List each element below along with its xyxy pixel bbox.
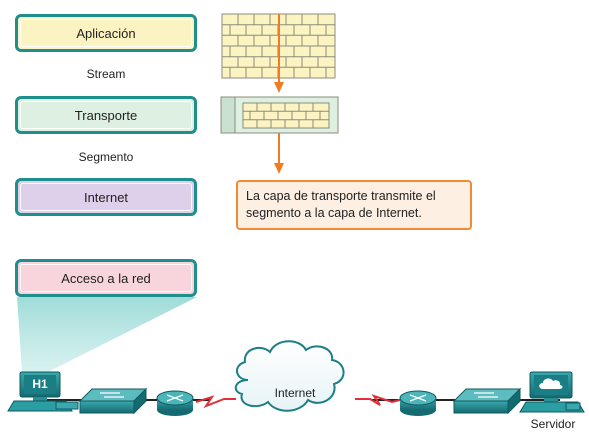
- layer-application: Aplicación: [15, 14, 197, 52]
- router-icon: [156, 390, 194, 416]
- internet-cloud-icon: [234, 340, 345, 412]
- explanation-callout: La capa de transporte transmite el segme…: [236, 180, 472, 230]
- server-label: Servidor: [530, 417, 576, 431]
- layer-transport-label: Transporte: [74, 107, 138, 123]
- flow-arrow-down: [274, 133, 284, 174]
- layer-projection-beam: [17, 297, 197, 372]
- host-label: H1: [32, 377, 48, 391]
- switch-icon: [452, 387, 522, 415]
- layer-network-access: Acceso a la red: [15, 259, 197, 297]
- segment-data-block: [220, 96, 339, 134]
- layer-network-access-label: Acceso a la red: [61, 270, 151, 286]
- wan-serial-link: [195, 395, 236, 409]
- layer-application-label: Aplicación: [76, 25, 136, 41]
- layer-internet-label: Internet: [83, 189, 129, 205]
- host-computer-icon: [7, 371, 79, 412]
- server-icon: [519, 371, 585, 413]
- callout-text: La capa de transporte transmite el segme…: [246, 189, 436, 220]
- pdu-label-stream: Stream: [86, 67, 126, 81]
- layer-inner-border: [20, 264, 192, 292]
- layer-inner-border: [20, 101, 192, 129]
- layer-inner-border: [20, 19, 192, 47]
- internet-cloud-label: Internet: [274, 386, 316, 400]
- layer-inner-border: [20, 183, 192, 211]
- flow-arrow-down: [274, 14, 284, 93]
- layer-transport: Transporte: [15, 96, 197, 134]
- switch-icon: [78, 387, 148, 415]
- router-icon: [399, 390, 437, 416]
- layer-internet: Internet: [15, 178, 197, 216]
- wan-serial-link: [355, 394, 401, 406]
- pdu-label-segment: Segmento: [78, 150, 134, 164]
